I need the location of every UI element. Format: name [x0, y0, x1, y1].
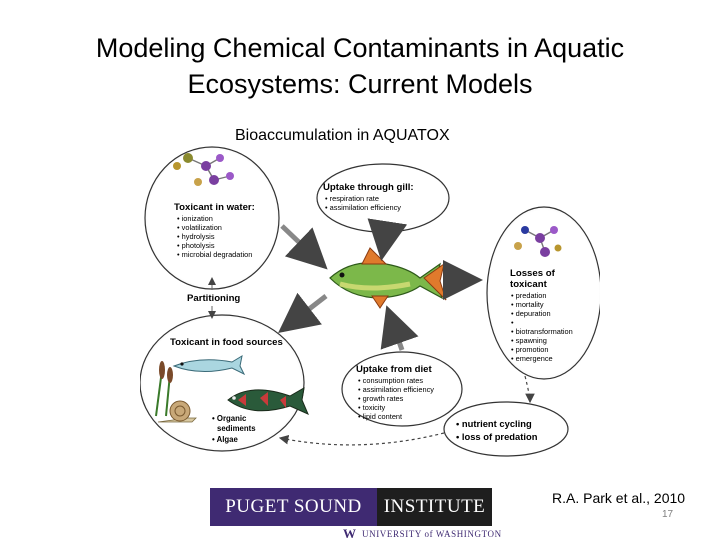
molecule-icon-water	[173, 153, 234, 186]
slide-title-line-2: Ecosystems: Current Models	[187, 69, 533, 99]
losses-item: • mortality	[511, 300, 544, 309]
cycling-line-2: • loss of predation	[456, 431, 538, 442]
food-sources-list: • Organic sediments • Algae	[212, 414, 256, 444]
uptake-gill-list: • respiration rate • assimilation effici…	[325, 194, 401, 212]
fish-to-food-arrow	[278, 292, 328, 334]
losses-to-cycling-arrow	[524, 375, 535, 404]
snail-icon	[157, 400, 197, 423]
gill-item: • respiration rate	[325, 194, 379, 203]
predator-fish-illustration	[227, 387, 309, 415]
cycling-oval	[443, 401, 569, 457]
toxicant-water-list: • ionization • volatilization • hydrolys…	[177, 214, 252, 259]
losses-item: • predation	[511, 291, 546, 300]
molecule-icon-losses	[514, 226, 562, 257]
citation: R.A. Park et al., 2010	[552, 490, 686, 506]
toxicant-water-heading: Toxicant in water:	[174, 202, 255, 213]
uptake-diet-heading: Uptake from diet	[356, 364, 433, 375]
diet-to-fish-arrow	[380, 305, 419, 351]
food-item: • Organic	[212, 414, 247, 423]
uptake-diet-list: • consumption rates • assimilation effic…	[358, 376, 434, 421]
losses-item: • spawning	[511, 336, 547, 345]
slide-title: Modeling Chemical Contaminants in Aquati…	[20, 30, 700, 102]
page-number: 17	[662, 509, 674, 520]
diet-item: • toxicity	[358, 403, 386, 412]
university-of-washington-mark: W UNIVERSITY of WASHINGTON	[343, 526, 502, 541]
uw-w-icon: W	[343, 526, 356, 541]
gill-to-fish-arrow	[367, 218, 408, 261]
water-item: • hydrolysis	[177, 232, 215, 241]
partitioning-label: Partitioning	[187, 293, 240, 304]
cycling-line-1: • nutrient cycling	[456, 418, 532, 429]
diet-oval	[341, 351, 463, 427]
cycling-to-food-arrow	[278, 432, 445, 446]
aquatox-diagram: Bioaccumulation in AQUATOX Toxicant in w…	[140, 127, 600, 457]
puget-sound-institute-logo: PUGET SOUND INSTITUTE	[210, 488, 492, 526]
losses-item: • emergence	[511, 354, 553, 363]
slide-title-line-1: Modeling Chemical Contaminants in Aquati…	[95, 33, 625, 63]
water-item: • photolysis	[177, 241, 215, 250]
food-item: sediments	[217, 424, 256, 433]
water-item: • volatilization	[177, 223, 222, 232]
losses-item: •	[511, 318, 514, 327]
diet-item: • assimilation efficiency	[358, 385, 434, 394]
small-fish-illustration	[172, 354, 246, 376]
losses-list: • predation • mortality • depuration • •…	[511, 291, 573, 363]
fish-illustration	[329, 247, 447, 309]
losses-heading-line-2: toxicant	[510, 279, 548, 290]
diet-item: • consumption rates	[358, 376, 423, 385]
uw-wordmark: UNIVERSITY of WASHINGTON	[362, 529, 502, 539]
water-to-fish-arrow	[280, 224, 328, 270]
diet-item: • lipid content	[358, 412, 402, 421]
losses-circle	[486, 206, 600, 380]
food-sources-heading: Toxicant in food sources	[170, 337, 283, 348]
cattail-icon	[155, 361, 173, 417]
logo-left-block: PUGET SOUND	[210, 488, 377, 526]
losses-item: • depuration	[511, 309, 551, 318]
gill-item: • assimilation efficiency	[325, 203, 401, 212]
logo-right-block: INSTITUTE	[377, 488, 492, 526]
water-item: • microbial degradation	[177, 250, 252, 259]
diagram-title: Bioaccumulation in AQUATOX	[235, 127, 450, 144]
diet-item: • growth rates	[358, 394, 404, 403]
food-item: • Algae	[212, 435, 239, 444]
losses-item: • promotion	[511, 345, 549, 354]
uptake-gill-heading: Uptake through gill:	[323, 182, 414, 193]
water-item: • ionization	[177, 214, 213, 223]
losses-heading-line-1: Losses of	[510, 268, 556, 279]
losses-item: • biotransformation	[511, 327, 573, 336]
